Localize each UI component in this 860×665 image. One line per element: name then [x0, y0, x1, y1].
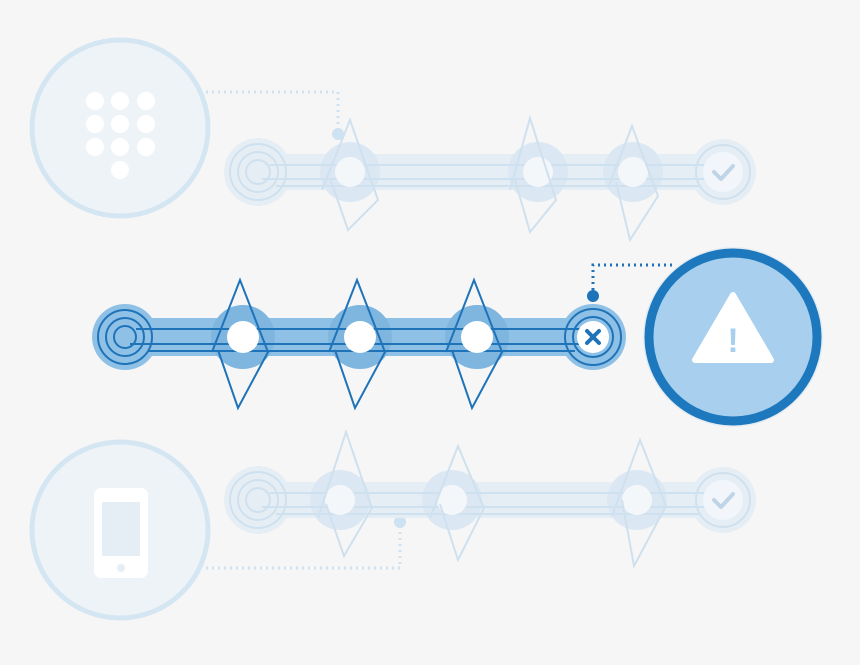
warning-symbol: !	[727, 322, 738, 360]
pipeline-body-top	[224, 114, 756, 243]
alert-badge: !	[643, 247, 823, 427]
connector-bottom	[206, 522, 402, 570]
warning-icon: !	[692, 292, 774, 363]
connector-top	[206, 90, 340, 134]
pipeline-row-top	[29, 37, 756, 243]
connector-dot-bottom	[394, 516, 406, 528]
pipeline-row-active	[92, 263, 676, 411]
pipeline-body-active	[92, 277, 626, 411]
pipeline-body-bottom	[224, 428, 756, 570]
check-icon	[712, 164, 735, 181]
check-icon	[712, 492, 735, 509]
connector-dot-alert	[587, 290, 599, 302]
connector-dot-top	[332, 128, 344, 140]
connector-alert	[591, 263, 676, 296]
pipeline-row-bottom	[29, 428, 756, 621]
smartphone-icon	[94, 488, 148, 578]
close-icon	[585, 329, 601, 345]
keypad-icon	[86, 92, 155, 179]
